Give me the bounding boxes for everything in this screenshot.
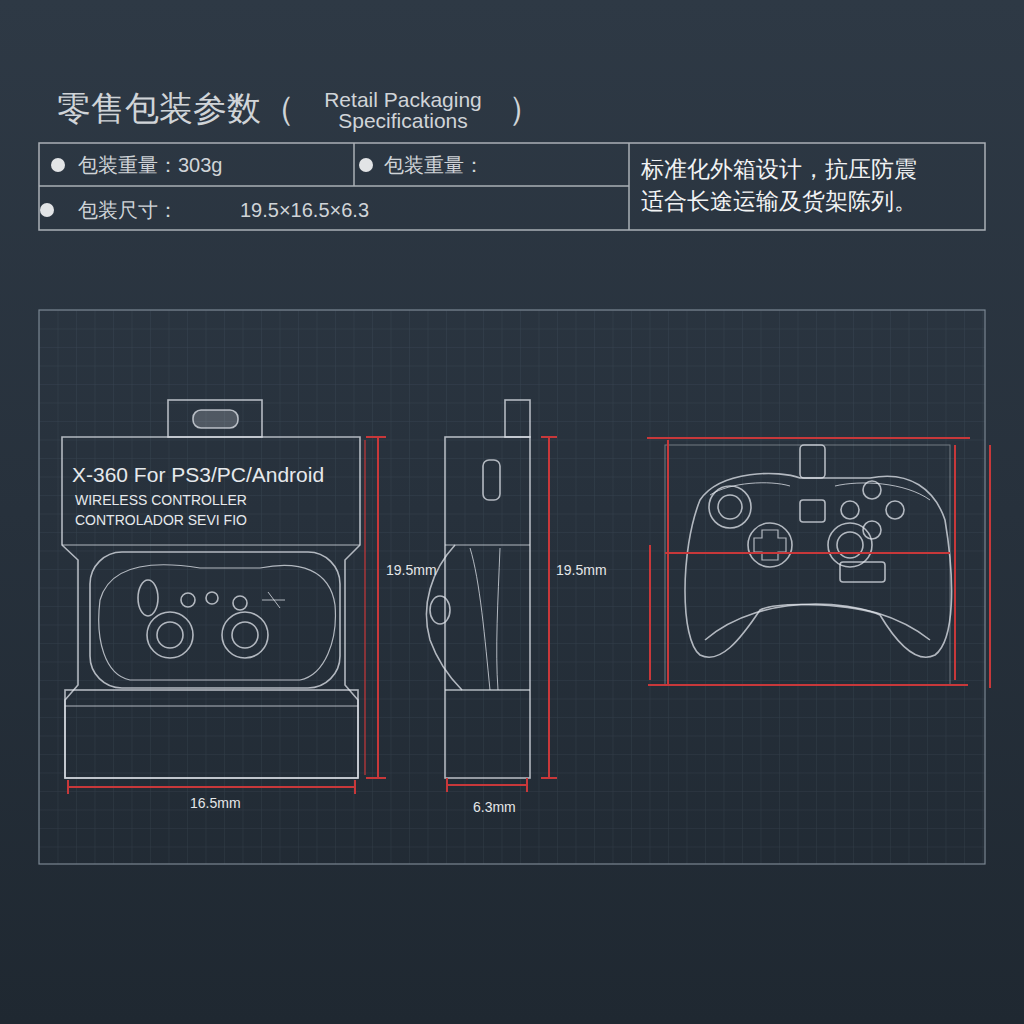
- drawing-frame: [39, 310, 985, 864]
- dimension-label: 19.5mm: [386, 562, 437, 579]
- table-cell: 包装尺寸：: [78, 198, 178, 222]
- package-print: X-360 For PS3/PC/Android: [72, 462, 324, 487]
- table-note: 标准化外箱设计，抗压防震 适合长途运输及货架陈列。: [641, 153, 977, 217]
- title-english: Retail Packaging Specifications: [312, 89, 494, 131]
- page-title: 零售包装参数（: [57, 88, 295, 129]
- package-front-view: [62, 400, 360, 778]
- package-print: CONTROLADOR SEVI FIO: [75, 512, 247, 529]
- dimension-line: [68, 437, 990, 794]
- package-print: WIRELESS CONTROLLER: [75, 492, 247, 509]
- table-cell: 19.5×16.5×6.3: [240, 198, 369, 222]
- table-cell: 包装重量：303g: [78, 153, 223, 177]
- dimension-label: 16.5mm: [190, 795, 241, 812]
- dimension-label: 6.3mm: [473, 799, 516, 816]
- spec-table: [39, 143, 985, 230]
- title-bracket: ）: [508, 88, 542, 129]
- package-side-view: [426, 400, 530, 778]
- controller-view: [665, 445, 952, 685]
- dimension-label: 19.5mm: [556, 562, 607, 579]
- table-cell: 包装重量：: [384, 153, 484, 177]
